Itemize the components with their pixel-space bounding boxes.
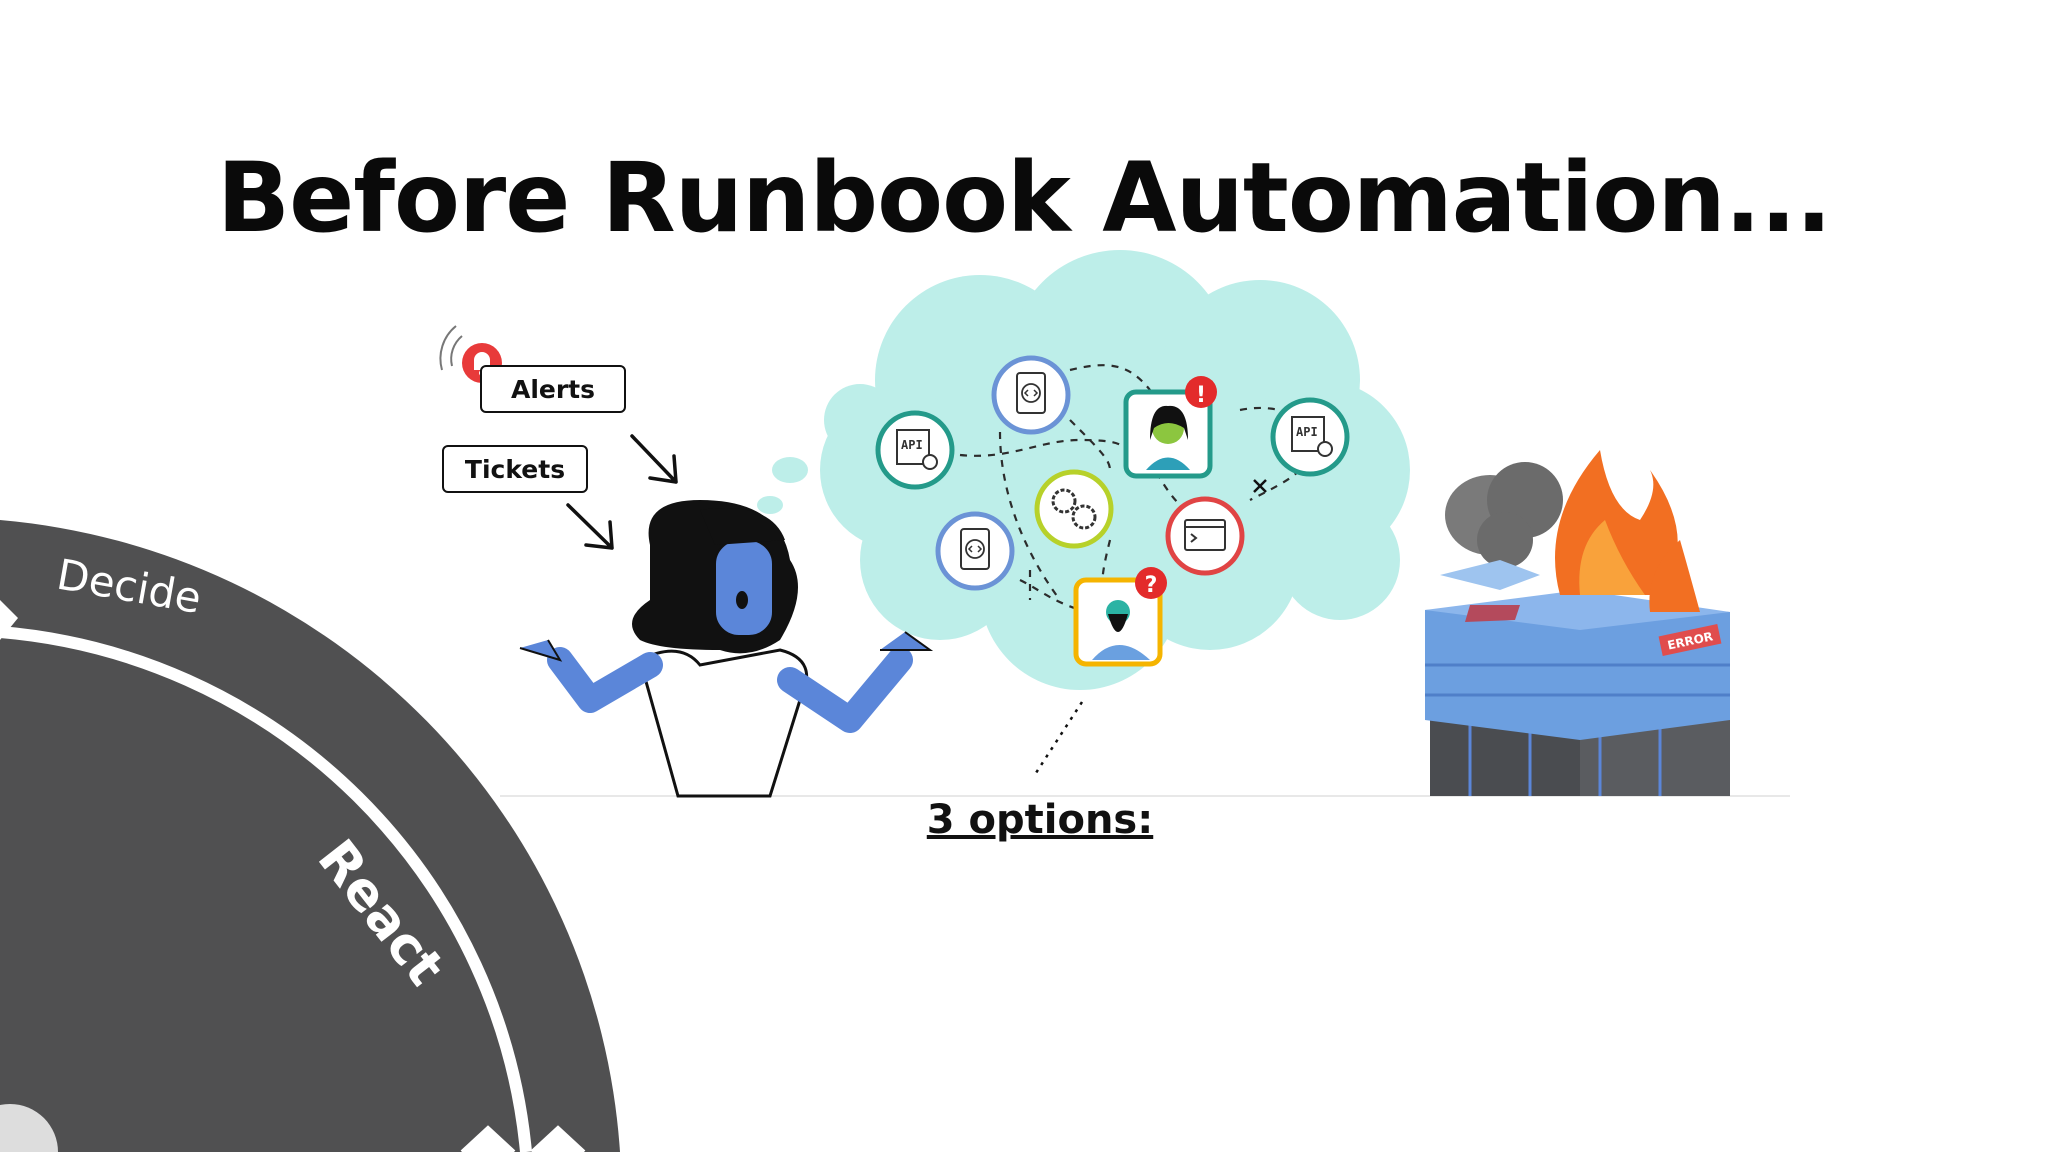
cycle-wheel: Decide React [0, 520, 620, 1152]
wheel-chevron-icon [460, 1125, 586, 1152]
terminal-icon [1165, 496, 1245, 576]
alerts-tag-label: Alerts [510, 374, 596, 404]
engineer-avatar-question: ? [1073, 567, 1167, 667]
wheel-outer-ring [0, 520, 620, 1152]
api-gear-icon: API [1270, 397, 1350, 477]
wheel-center-hub [0, 1104, 58, 1152]
options-heading: 3 options: [926, 797, 1154, 843]
arrow-icon [566, 434, 678, 550]
wheel-divider [0, 626, 532, 1152]
thought-dots [1032, 701, 1084, 777]
svg-text:?: ? [1145, 573, 1158, 598]
code-file-icon [991, 355, 1071, 435]
code-file-icon [935, 511, 1015, 591]
close-icon [1253, 479, 1267, 493]
svg-text:!: ! [1196, 383, 1206, 408]
api-gear-icon: API [875, 410, 955, 490]
wheel-arrow-notch [0, 600, 18, 640]
alerts-tag: Alerts [480, 365, 626, 413]
svg-text:API: API [1296, 425, 1318, 439]
engineer-avatar-alert: ! [1123, 376, 1217, 479]
confused-person-illustration [519, 500, 934, 798]
tickets-tag-label: Tickets [464, 454, 566, 484]
gears-icon [1034, 469, 1114, 549]
svg-text:API: API [901, 438, 923, 452]
slide-title: Before Runbook Automation... [216, 142, 1832, 254]
tickets-tag: Tickets [442, 445, 588, 493]
burning-server-illustration: ERROR [1425, 450, 1730, 796]
